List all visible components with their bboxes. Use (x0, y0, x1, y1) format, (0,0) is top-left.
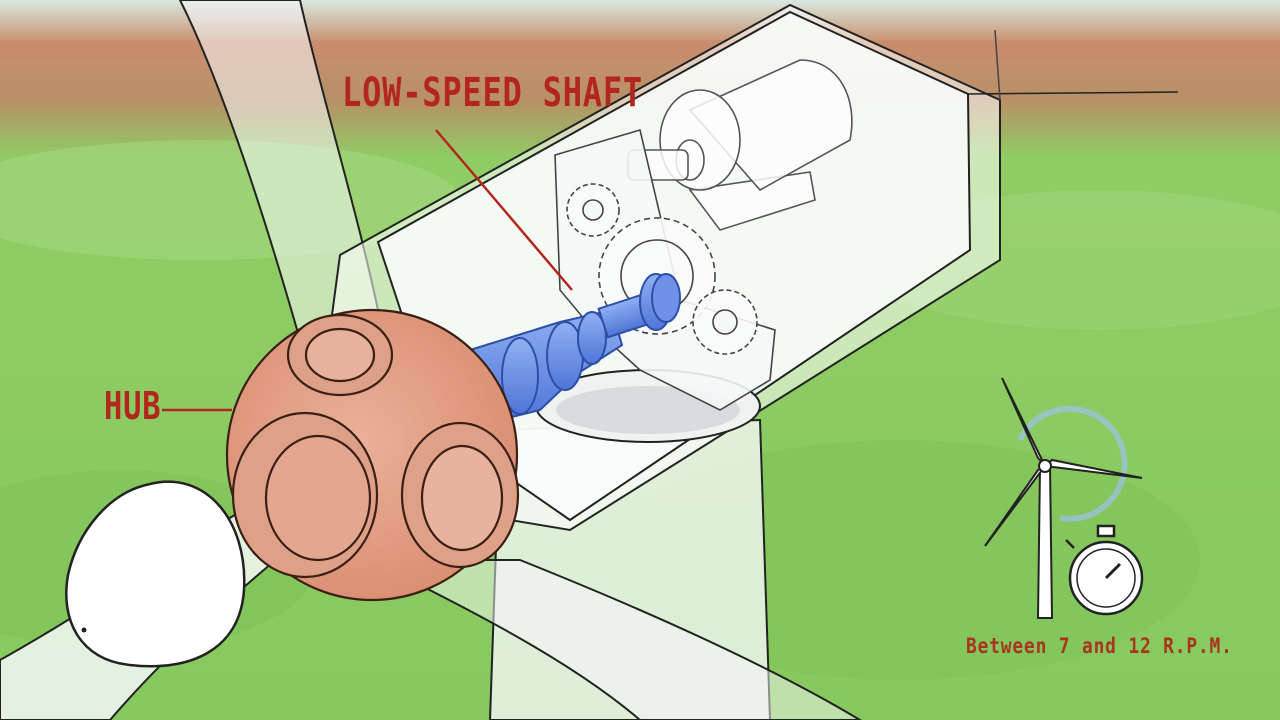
nose-cone-dot (81, 627, 87, 633)
rotation-speed-caption: Between 7 and 12 R.P.M. (966, 634, 1233, 658)
generator (627, 59, 853, 231)
hub-label: HUB (104, 384, 162, 428)
low-speed-shaft-label: LOW-SPEED SHAFT (342, 70, 643, 116)
low-speed-shaft (468, 273, 681, 422)
wind-turbine-icon (984, 377, 1143, 619)
gear-small (566, 183, 620, 237)
rotation-speed-inset (984, 377, 1144, 619)
shaft-leader-line (435, 129, 573, 291)
stopwatch-icon (1065, 524, 1144, 616)
hub (225, 308, 520, 602)
gear-lower (692, 289, 758, 355)
nose-cone (65, 480, 246, 668)
